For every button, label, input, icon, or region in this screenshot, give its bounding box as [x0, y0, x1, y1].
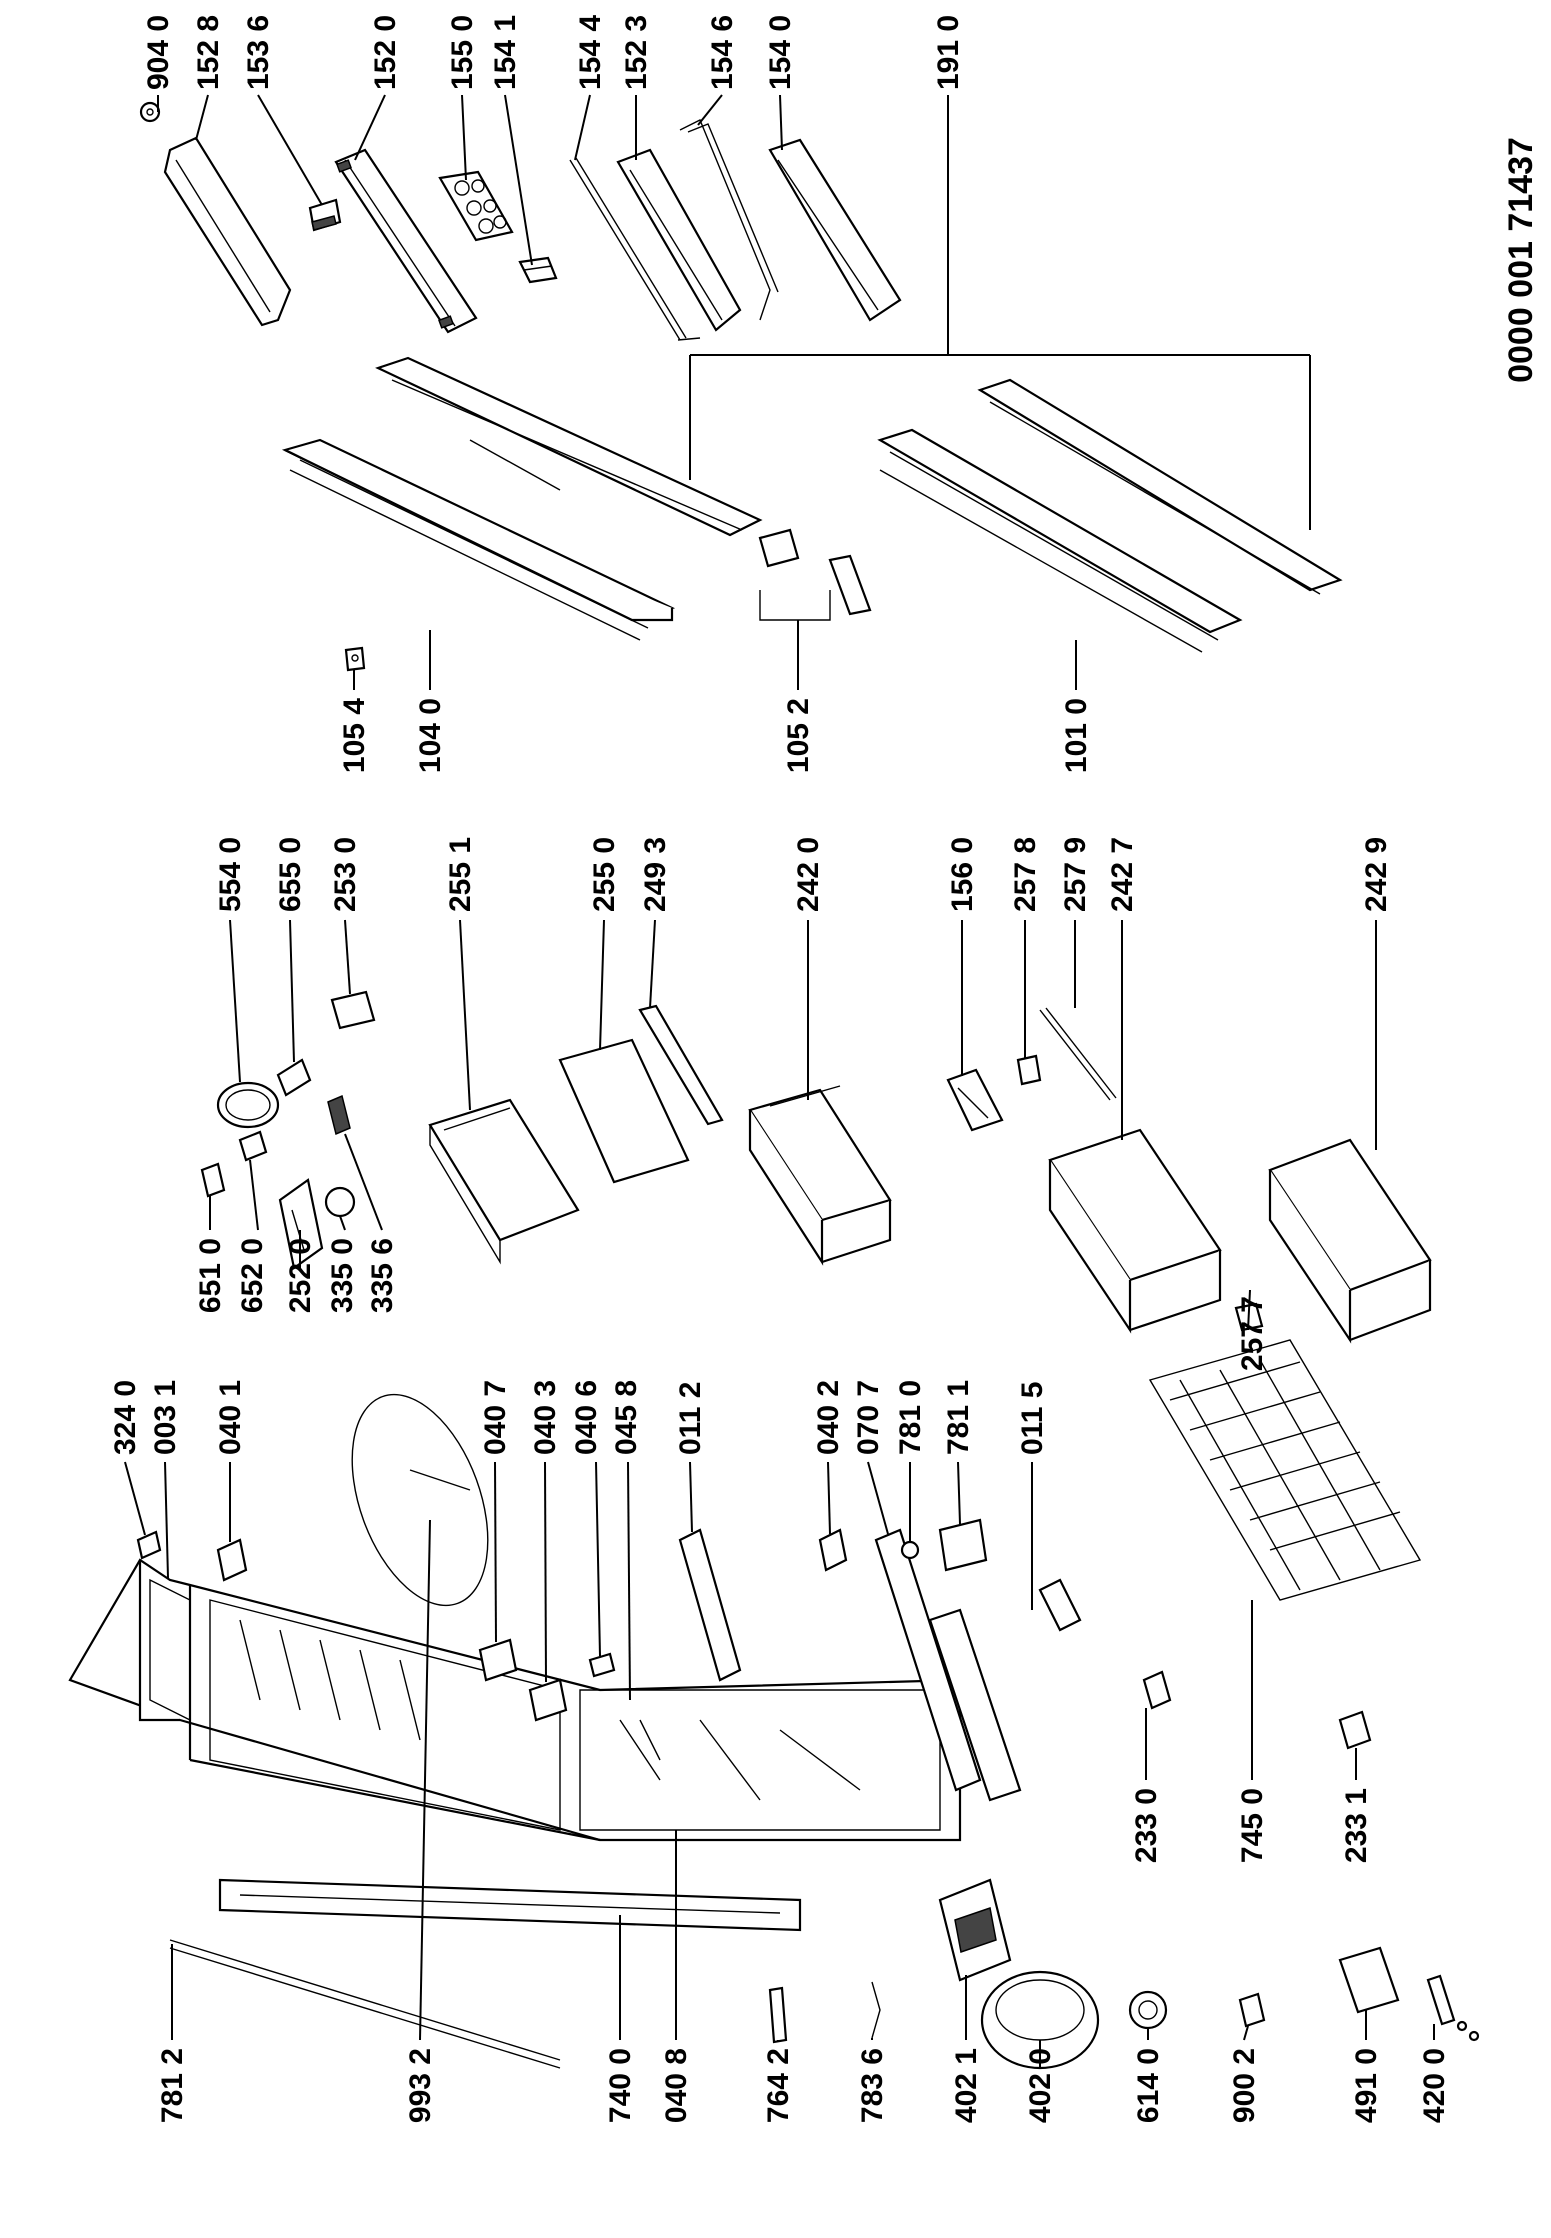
callout-655-0: 655 0: [274, 837, 307, 912]
callout-781-0: 781 0: [894, 1380, 927, 1455]
callout-003-1: 003 1: [149, 1380, 182, 1455]
callout-040-3: 040 3: [529, 1380, 562, 1455]
callout-242-9: 242 9: [1360, 837, 1393, 912]
callout-191-0: 191 0: [932, 15, 965, 90]
callout-554-0: 554 0: [214, 837, 247, 912]
callout-104-0: 104 0: [414, 698, 447, 773]
callout-255-0: 255 0: [588, 837, 621, 912]
callout-420-0: 420 0: [1418, 2048, 1451, 2123]
callout-040-1: 040 1: [214, 1380, 247, 1455]
leader-lines: [124, 94, 1435, 2068]
callout-040-8: 040 8: [660, 2048, 693, 2123]
callout-335-0: 335 0: [326, 1238, 359, 1313]
callout-257-9: 257 9: [1059, 837, 1092, 912]
callout-253-0: 253 0: [329, 837, 362, 912]
callout-233-1: 233 1: [1340, 1788, 1373, 1863]
callout-040-7: 040 7: [479, 1380, 512, 1455]
callout-153-6: 153 6: [242, 15, 275, 90]
callout-651-0: 651 0: [194, 1238, 227, 1313]
callout-781-2: 781 2: [156, 2048, 189, 2123]
callout-402-1: 402 1: [950, 2048, 983, 2123]
callout-764-2: 764 2: [762, 2048, 795, 2123]
callout-155-0: 155 0: [446, 15, 479, 90]
callout-402-0: 402 0: [1024, 2048, 1057, 2123]
callout-105-4: 105 4: [338, 698, 371, 773]
callout-745-0: 745 0: [1236, 1788, 1269, 1863]
callout-152-3: 152 3: [620, 15, 653, 90]
callout-040-6: 040 6: [570, 1380, 603, 1455]
callout-491-0: 491 0: [1350, 2048, 1383, 2123]
callout-105-2: 105 2: [782, 698, 815, 773]
door-parts: [281, 354, 1343, 672]
callout-249-3: 249 3: [639, 837, 672, 912]
callout-156-0: 156 0: [946, 837, 979, 912]
callout-011-2: 011 2: [674, 1382, 707, 1455]
callout-781-1: 781 1: [942, 1380, 975, 1455]
door-shelf-parts: [139, 101, 902, 341]
callout-652-0: 652 0: [236, 1238, 269, 1313]
callout-233-0: 233 0: [1130, 1788, 1163, 1863]
callout-993-2: 993 2: [404, 2048, 437, 2123]
callout-335-6: 335 6: [366, 1238, 399, 1313]
cabinet-accessories: [136, 1518, 1082, 1802]
callout-255-1: 255 1: [444, 837, 477, 912]
callout-152-0: 152 0: [369, 15, 402, 90]
callout-242-0: 242 0: [792, 837, 825, 912]
callout-740-0: 740 0: [604, 2048, 637, 2123]
callout-labels: 904 0 152 8 153 6 152 0 155 0 154 1 154 …: [109, 15, 1451, 2123]
callout-904-0: 904 0: [142, 15, 175, 90]
callout-154-0: 154 0: [764, 15, 797, 90]
callout-011-5: 011 5: [1016, 1382, 1049, 1455]
callout-783-6: 783 6: [856, 2048, 889, 2123]
callout-070-7: 070 7: [852, 1380, 885, 1455]
callout-257-8: 257 8: [1009, 837, 1042, 912]
callout-045-8: 045 8: [610, 1380, 643, 1455]
callout-040-2: 040 2: [812, 1380, 845, 1455]
callout-257-7: 257 7: [1236, 1296, 1269, 1371]
callout-154-6: 154 6: [706, 15, 739, 90]
callout-252-0: 252 0: [284, 1238, 317, 1313]
callout-101-0: 101 0: [1060, 698, 1093, 773]
callout-242-7: 242 7: [1106, 837, 1139, 912]
callout-900-2: 900 2: [1228, 2048, 1261, 2123]
callout-154-4: 154 4: [574, 15, 607, 90]
document-number: 0000 001 71437: [1502, 137, 1540, 383]
callout-324-0: 324 0: [109, 1380, 142, 1455]
callout-614-0: 614 0: [1132, 2048, 1165, 2123]
callout-152-8: 152 8: [192, 15, 225, 90]
cabinet-body: [68, 1393, 962, 2069]
callout-154-1: 154 1: [489, 15, 522, 90]
